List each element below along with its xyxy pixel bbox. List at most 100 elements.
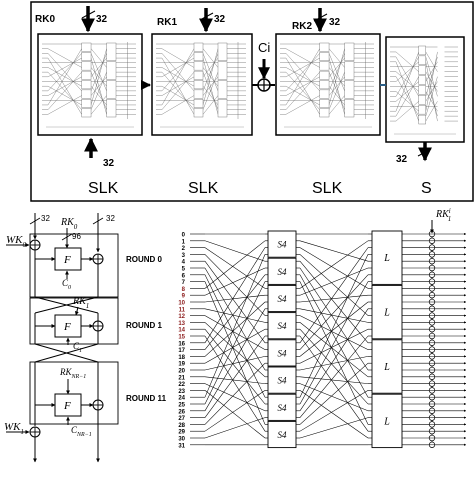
- bit-label: 27: [178, 416, 185, 422]
- post-sbox-crossing: [299, 247, 369, 343]
- pre-sbox-crossing: [204, 281, 266, 425]
- round-label-1: ROUND 1: [126, 321, 163, 330]
- post-sbox-crossing: [299, 281, 369, 405]
- constant-label: Ci: [258, 40, 270, 55]
- post-sbox-crossing: [299, 267, 369, 296]
- mini-sbox: [418, 105, 426, 115]
- mini-crossing: [90, 76, 107, 96]
- mini-crossing: [202, 76, 219, 96]
- l-box: [371, 284, 403, 340]
- mini-crossing: [202, 57, 219, 77]
- post-sbox-crossing: [299, 383, 369, 412]
- round1-box: [29, 297, 119, 345]
- mini-crossing: [90, 48, 107, 105]
- bit-label: 18: [178, 355, 185, 361]
- mini-crossing: [47, 48, 82, 68]
- post-sbox-crossing: [299, 281, 369, 425]
- pre-sbox-crossing: [204, 335, 266, 418]
- post-sbox-crossing: [299, 362, 369, 425]
- l-box: [371, 230, 403, 285]
- sbox: [267, 366, 297, 394]
- mini-sbox: [193, 42, 204, 52]
- mini-lbox: [344, 42, 355, 61]
- post-sbox-crossing: [299, 390, 369, 432]
- mini-sbox: [193, 70, 204, 80]
- bit-label: 14: [178, 328, 185, 334]
- mini-sbox: [319, 61, 330, 71]
- mini-sbox: [193, 80, 204, 90]
- mini-crossing: [395, 76, 419, 117]
- mini-crossing: [425, 51, 438, 112]
- key-width-slash: [61, 233, 73, 241]
- mini-crossing: [202, 86, 219, 106]
- bit-label: 15: [178, 335, 185, 341]
- pre-sbox-crossing: [204, 315, 266, 350]
- post-sbox-crossing: [299, 261, 369, 343]
- bit-label: 26: [178, 409, 185, 415]
- mini-lbox: [344, 80, 355, 99]
- mini-crossing: [161, 48, 195, 68]
- pre-sbox-crossing: [204, 274, 266, 398]
- left-width: 32: [41, 214, 50, 223]
- mini-sbox: [193, 61, 204, 71]
- post-sbox-crossing: [299, 335, 369, 432]
- sbox-label: S4: [278, 267, 288, 277]
- pre-sbox-crossing: [204, 267, 266, 296]
- bit-label: 8: [182, 287, 186, 293]
- bit-label: 17: [178, 348, 185, 354]
- mini-crossing: [285, 48, 320, 68]
- post-sbox-crossing: [299, 315, 369, 350]
- mini-sbox: [319, 52, 330, 61]
- bit-label: 5: [182, 267, 186, 273]
- l-label: L: [383, 362, 390, 373]
- mini-crossing: [328, 95, 345, 115]
- bit-label: 0: [182, 233, 186, 239]
- mini-crossing: [202, 48, 219, 68]
- round-structure-panel: WK0 32 32 RK0 96 F C0 ROUND 0: [4, 213, 167, 463]
- mini-sbox: [319, 89, 330, 99]
- mini-sbox: [81, 89, 92, 99]
- rk1-width: 32: [214, 14, 226, 25]
- l-label: L: [383, 416, 390, 427]
- mini-sbox: [418, 95, 426, 105]
- mini-crossing: [328, 53, 345, 91]
- mini-crossing: [395, 91, 419, 112]
- top-panel-frame: [30, 1, 474, 202]
- pre-sbox-crossing: [204, 363, 266, 425]
- mini-crossing: [47, 95, 82, 115]
- pre-sbox-crossing: [204, 247, 266, 343]
- mini-sbox: [81, 61, 92, 71]
- mini-sbox: [319, 42, 330, 52]
- sbox-label: S4: [278, 294, 288, 304]
- mini-sbox: [81, 99, 92, 108]
- sbox-label: S4: [278, 240, 288, 250]
- mini-lbox: [217, 99, 228, 118]
- bit-label: 13: [178, 321, 185, 327]
- mini-lbox: [106, 42, 117, 61]
- round-label-11: ROUND 11: [126, 394, 167, 403]
- mini-crossing: [285, 57, 320, 77]
- mini-sbox: [81, 42, 92, 52]
- mini-crossing: [285, 48, 320, 106]
- mini-crossing: [161, 95, 195, 115]
- pre-sbox-crossing: [204, 274, 266, 350]
- bit-label: 29: [178, 430, 185, 436]
- mini-crossing: [395, 51, 419, 112]
- sbox: [267, 257, 297, 285]
- pre-sbox-crossing: [204, 329, 266, 405]
- rk2-label: RK2: [292, 21, 312, 32]
- stage-label-0: SLK: [88, 180, 119, 197]
- rk0-key-label: RK0: [60, 217, 78, 231]
- post-sbox-crossing: [299, 301, 369, 357]
- slk-round-detail-panel: 0123456789101112131415161718192021222324…: [178, 207, 467, 449]
- bit-label: 19: [178, 362, 185, 368]
- mini-crossing: [328, 48, 345, 105]
- mini-crossing: [90, 53, 107, 91]
- mini-lbox: [106, 99, 117, 118]
- l-box: [371, 393, 403, 449]
- stage-label-2: SLK: [312, 180, 343, 197]
- post-sbox-crossing: [299, 335, 369, 418]
- post-sbox-crossing: [299, 240, 369, 289]
- bit-label: 4: [182, 260, 186, 266]
- mini-sbox: [418, 75, 426, 85]
